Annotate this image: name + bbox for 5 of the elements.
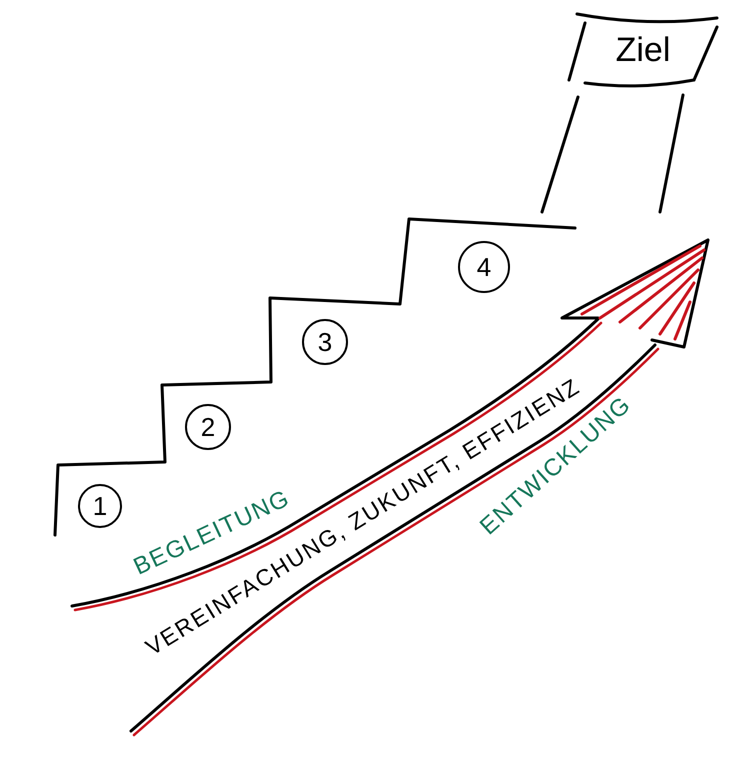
step-number: 3 <box>318 329 332 355</box>
step-number: 2 <box>200 414 216 440</box>
sign-label: Ziel <box>616 33 670 67</box>
step-number: 4 <box>476 254 492 280</box>
step-number: 1 <box>92 493 108 519</box>
